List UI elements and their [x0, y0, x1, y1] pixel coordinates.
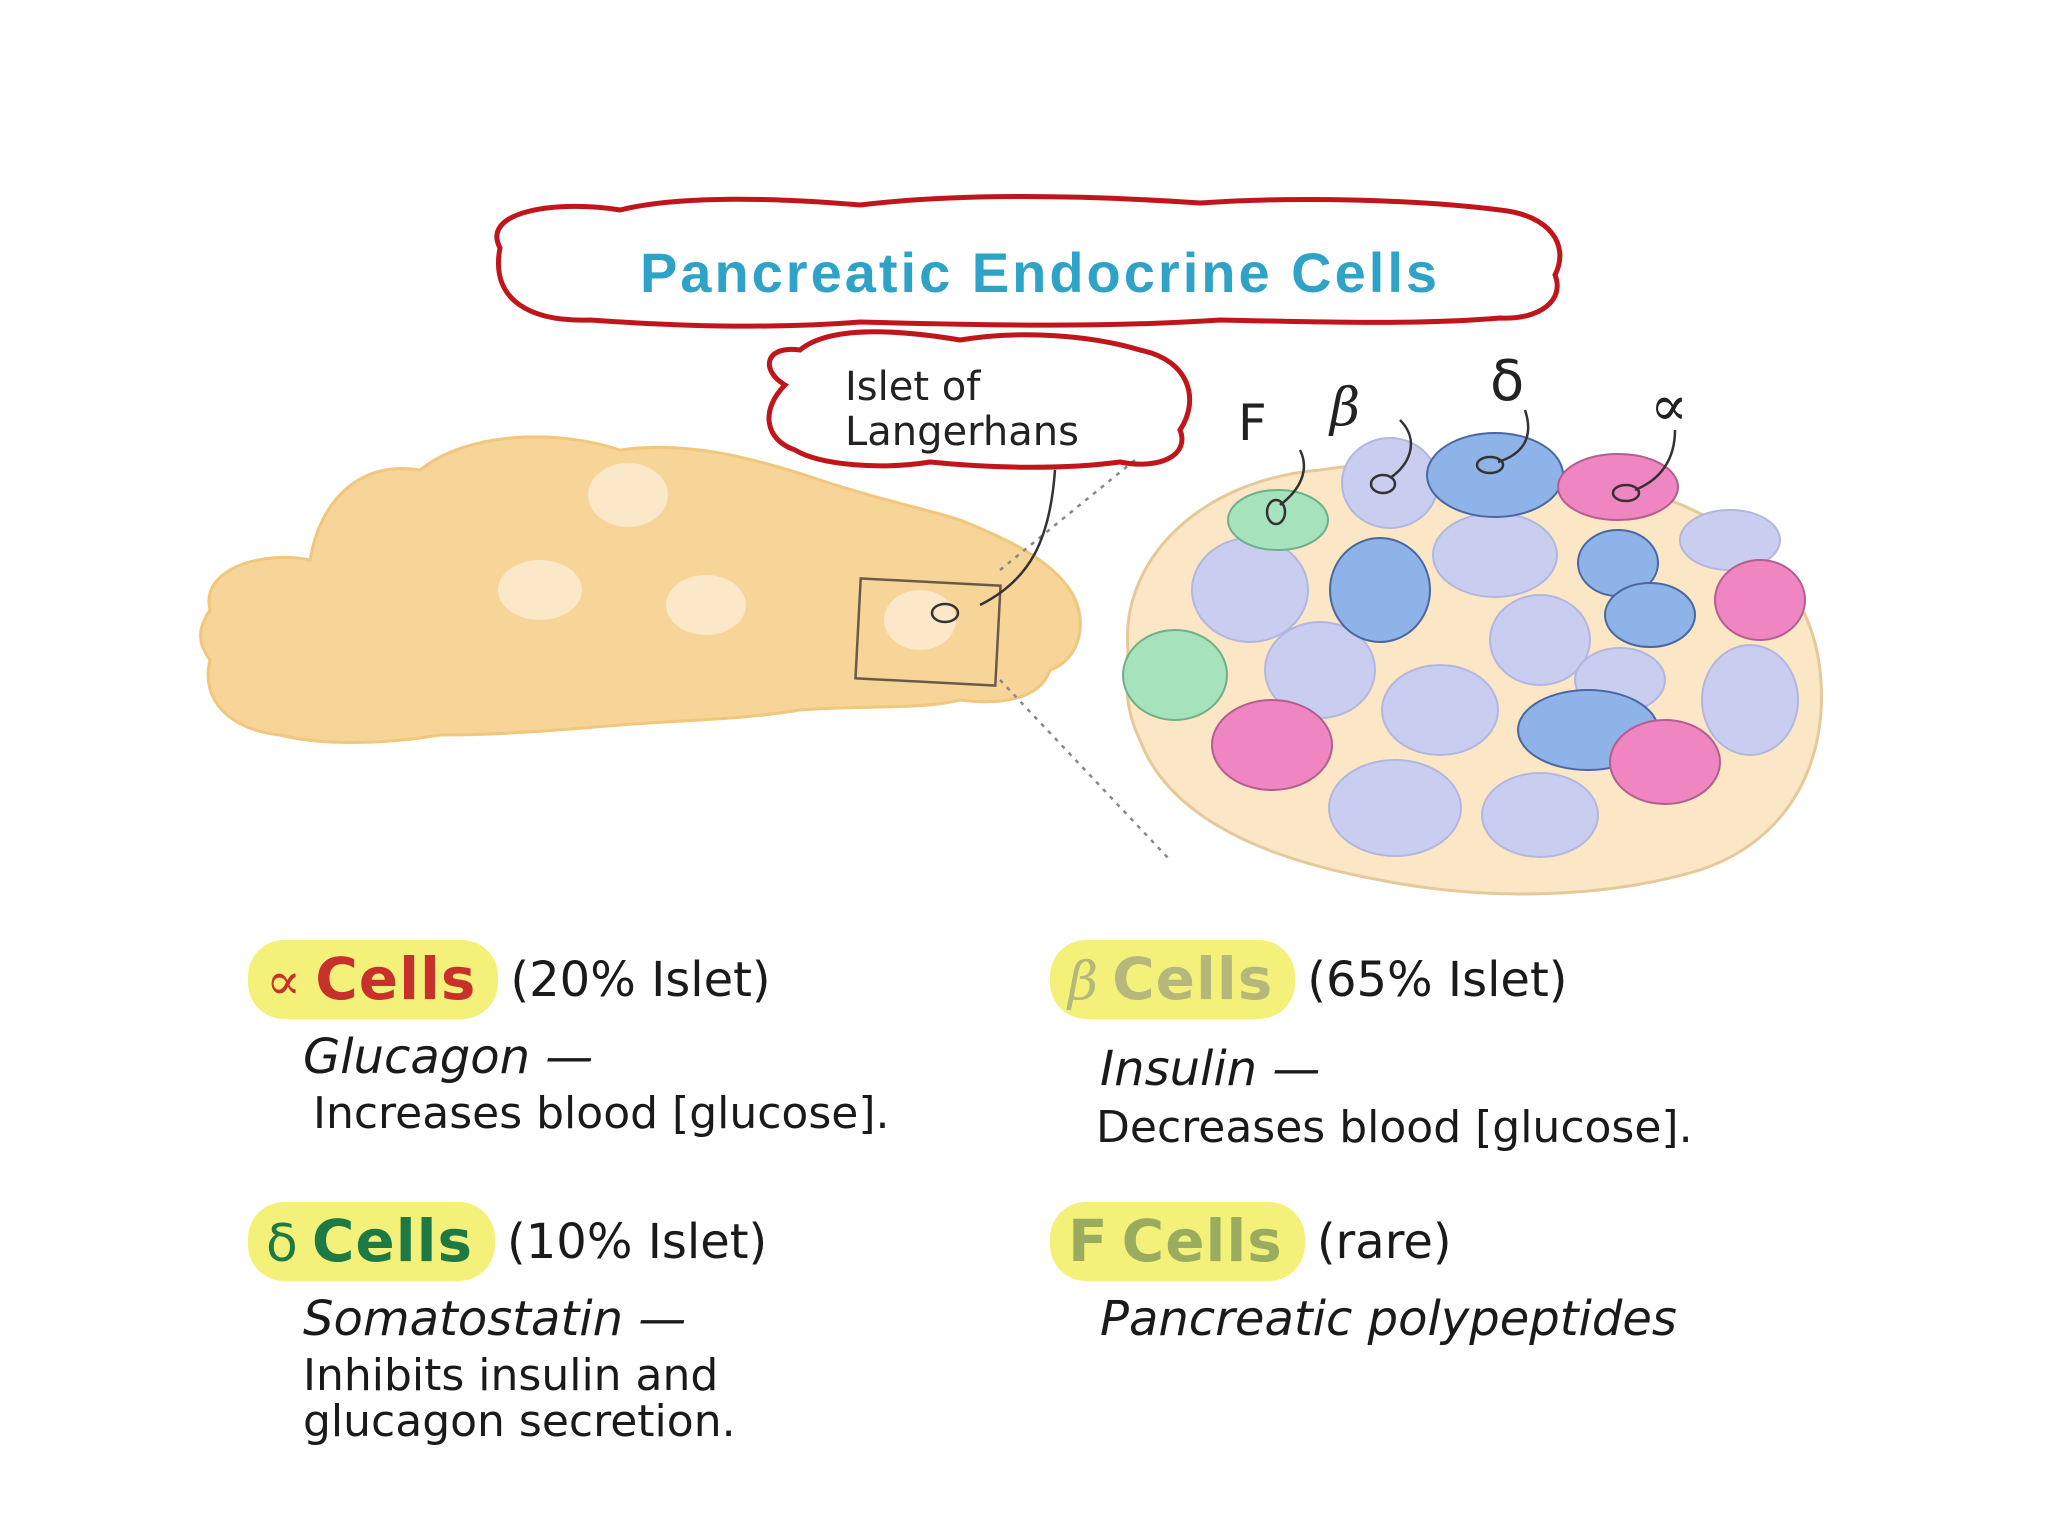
alpha-cell-pointer-loop	[1611, 483, 1641, 503]
alpha-symbol: ∝	[266, 952, 302, 1012]
alpha-cell	[1211, 699, 1333, 791]
f-cell-pointer	[1279, 449, 1306, 506]
beta-symbol: β	[1068, 952, 1099, 1012]
beta-percent: (65% Islet)	[1307, 951, 1568, 1008]
beta-cell	[1701, 644, 1799, 756]
beta-cell-pointer-loop	[1369, 473, 1397, 495]
delta-symbol: δ	[266, 1214, 298, 1274]
alpha-cell-pointer	[1634, 429, 1677, 492]
alpha-cells-heading: ∝Cells (20% Islet)	[248, 940, 890, 1019]
alpha-cell	[1714, 559, 1806, 641]
beta-cells-word: Cells	[1112, 945, 1274, 1013]
beta-cell	[1381, 664, 1499, 756]
f-percent: (rare)	[1316, 1213, 1452, 1270]
alpha-cell	[1609, 719, 1721, 805]
beta-hormone: Insulin —	[1100, 1041, 1321, 1097]
f-hormone: Pancreatic polypeptides	[1100, 1291, 1677, 1347]
f-symbol: F	[1068, 1207, 1108, 1275]
pancreas-islet-spot	[498, 560, 582, 620]
delta-cells-word: Cells	[311, 1207, 474, 1275]
zoom-pointer-loop	[930, 602, 960, 624]
delta-cell	[1329, 537, 1431, 643]
delta-effect-line1: Inhibits insulin and	[303, 1350, 719, 1401]
beta-cell-label: β	[1328, 378, 1360, 438]
alpha-hormone: Glucagon —	[303, 1029, 594, 1085]
delta-effect-line2: glucagon secretion.	[303, 1396, 736, 1448]
beta-cell	[1481, 772, 1599, 858]
delta-cell	[1426, 432, 1564, 518]
f-cell-label: F	[1238, 394, 1267, 452]
beta-cell-pointer	[1389, 419, 1412, 480]
islet-pointer-line	[979, 469, 1057, 607]
pancreas-islet-spot	[666, 575, 746, 635]
islet-label-line1: Islet of	[845, 364, 981, 410]
beta-cell	[1328, 759, 1462, 857]
delta-cell-pointer-loop	[1475, 455, 1505, 475]
f-cell	[1227, 489, 1329, 551]
f-cell	[1122, 629, 1228, 721]
delta-percent: (10% Islet)	[507, 1213, 768, 1270]
alpha-percent: (20% Islet)	[510, 951, 771, 1008]
alpha-cells-word: Cells	[315, 945, 477, 1013]
delta-cell	[1604, 582, 1696, 648]
pancreas-islet-spot	[588, 463, 668, 527]
alpha-cells-highlight: ∝Cells	[248, 940, 499, 1019]
beta-effect: Decreases blood [glucose].	[1096, 1102, 1693, 1153]
pancreas	[199, 435, 1082, 744]
zoom-box	[854, 577, 1002, 687]
beta-cell	[1341, 437, 1439, 529]
delta-cell-pointer	[1497, 409, 1530, 464]
f-cells-word: Cells	[1121, 1207, 1283, 1275]
diagram-title: Pancreatic Endocrine Cells	[640, 241, 1440, 304]
zoom-line-bottom	[999, 679, 1171, 861]
alpha-cell-label: ∝	[1650, 374, 1688, 439]
delta-hormone: Somatostatin —	[303, 1291, 687, 1347]
title-cloud	[494, 194, 1563, 329]
islet-label-line2: Langerhans	[845, 409, 1079, 455]
beta-cell	[1489, 594, 1591, 686]
f-cell-pointer-loop	[1265, 498, 1287, 526]
alpha-cells-block: ∝Cells (20% Islet) Glucagon — Increases …	[248, 940, 890, 1137]
delta-cell-label: δ	[1490, 349, 1524, 414]
beta-cell	[1432, 512, 1558, 598]
islet-label-cloud	[766, 329, 1193, 470]
pancreas-islet-spot	[884, 590, 956, 650]
alpha-effect: Increases blood [glucose].	[313, 1088, 890, 1139]
islet-magnified	[1122, 432, 1823, 896]
beta-cell	[1191, 537, 1309, 643]
